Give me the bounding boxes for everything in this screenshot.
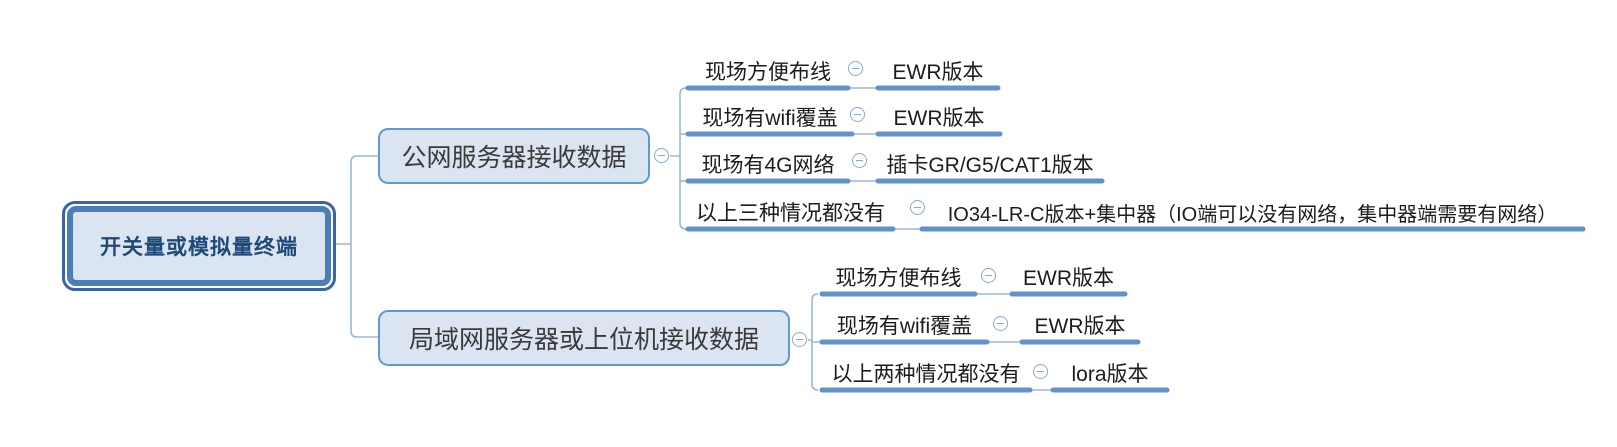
topic-solution[interactable]: IO34-LR-C版本+集中器（IO端可以没有网络，集中器端需要有网络）: [947, 204, 1558, 226]
root-connector-line: [332, 155, 378, 338]
topic-condition[interactable]: 以上三种情况都没有: [696, 201, 885, 225]
minus-circle-icon[interactable]: [654, 148, 669, 163]
minus-circle-icon[interactable]: [848, 61, 863, 76]
minus-circle-icon[interactable]: [792, 332, 807, 347]
branch-label: 公网服务器接收数据: [401, 144, 627, 172]
minus-circle-icon[interactable]: [993, 316, 1008, 331]
minus-circle-icon[interactable]: [852, 153, 867, 168]
minus-circle-icon[interactable]: [910, 200, 925, 215]
minus-circle-icon[interactable]: [1033, 364, 1048, 379]
branch2-trunk-line: [808, 293, 822, 391]
minus-circle-icon[interactable]: [981, 268, 996, 283]
topic-solution[interactable]: EWR版本: [892, 60, 984, 84]
topic-condition[interactable]: 现场方便布线: [705, 60, 831, 84]
topic-condition[interactable]: 现场有4G网络: [701, 153, 835, 177]
topic-solution[interactable]: lora版本: [1071, 362, 1149, 386]
topic-condition[interactable]: 现场有wifi覆盖: [702, 106, 838, 130]
branch1-trunk-line: [670, 87, 688, 230]
topic-solution[interactable]: EWR版本: [1023, 266, 1114, 290]
branch-label: 局域网服务器或上位机接收数据: [408, 326, 759, 354]
root-topic-label: 开关量或模拟量终端: [100, 236, 298, 259]
topic-solution[interactable]: EWR版本: [893, 106, 985, 130]
root-topic[interactable]: 开关量或模拟量终端: [62, 201, 336, 291]
branch-lan-network[interactable]: 局域网服务器或上位机接收数据: [378, 310, 790, 366]
root-topic-inner: 开关量或模拟量终端: [67, 206, 331, 286]
topic-solution[interactable]: EWR版本: [1034, 314, 1126, 338]
minus-circle-icon[interactable]: [850, 107, 865, 122]
topic-condition[interactable]: 以上两种情况都没有: [831, 362, 1021, 386]
topic-solution[interactable]: 插卡GR/G5/CAT1版本: [886, 153, 1094, 177]
branch-public-network[interactable]: 公网服务器接收数据: [378, 128, 650, 184]
topic-condition[interactable]: 现场有wifi覆盖: [836, 314, 973, 338]
topic-condition[interactable]: 现场方便布线: [835, 266, 962, 290]
